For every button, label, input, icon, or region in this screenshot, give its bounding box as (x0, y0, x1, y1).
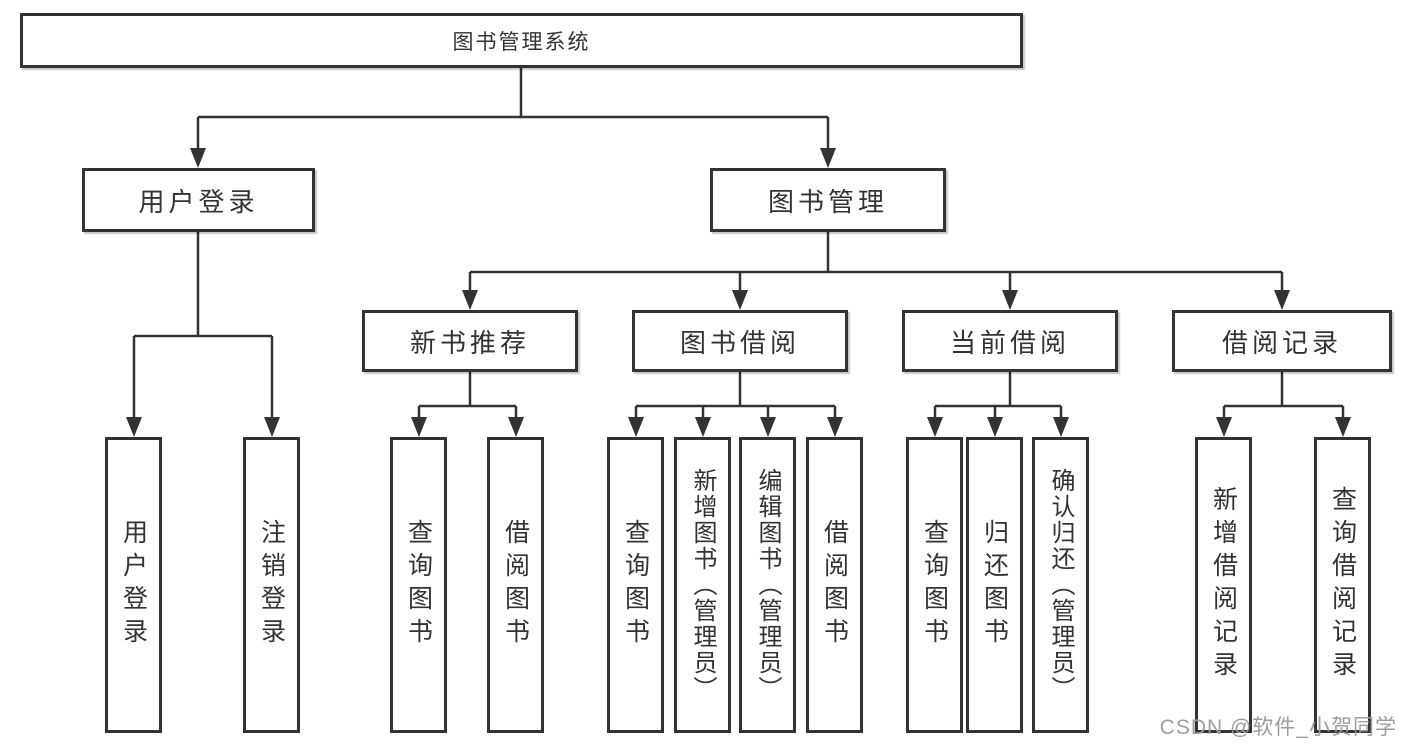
leaf-borrow-books-recommend: 借阅图书 (487, 437, 544, 733)
leaf-query-books-recommend-label: 查询图书 (404, 519, 433, 651)
leaf-edit-books-admin-label: 编辑图书（管理员） (754, 468, 781, 702)
root-node-label: 图书管理系统 (452, 30, 591, 54)
leaf-query-books-current: 查询图书 (906, 437, 963, 733)
leaf-query-books-borrow-label: 查询图书 (621, 519, 650, 651)
leaf-logout-label: 注销登录 (257, 519, 286, 651)
leaf-user-login-label: 用户登录 (119, 519, 148, 651)
node-new-book-recommend: 新书推荐 (362, 310, 578, 372)
node-current-borrow: 当前借阅 (902, 310, 1118, 372)
node-user-login-label: 用户登录 (138, 186, 259, 217)
node-book-management: 图书管理 (710, 168, 946, 232)
leaf-confirm-return-admin: 确认归还（管理员） (1032, 437, 1089, 733)
arrowhead-group (126, 148, 1351, 437)
leaf-query-borrow-record-label: 查询借阅记录 (1328, 486, 1357, 684)
leaf-borrow-books-label: 借阅图书 (820, 519, 849, 651)
leaf-return-books: 归还图书 (966, 437, 1023, 733)
leaf-add-books-admin: 新增图书（管理员） (674, 437, 731, 733)
leaf-query-books-borrow: 查询图书 (607, 437, 664, 733)
leaf-borrow-books-recommend-label: 借阅图书 (501, 519, 530, 651)
node-book-management-label: 图书管理 (767, 186, 888, 217)
node-book-borrow: 图书借阅 (632, 310, 848, 372)
leaf-user-login: 用户登录 (105, 437, 162, 733)
node-current-borrow-label: 当前借阅 (949, 327, 1070, 358)
leaf-edit-books-admin: 编辑图书（管理员） (739, 437, 796, 733)
leaf-add-borrow-record-label: 新增借阅记录 (1209, 486, 1238, 684)
node-book-borrow-label: 图书借阅 (679, 327, 800, 358)
leaf-borrow-books: 借阅图书 (806, 437, 863, 733)
root-node: 图书管理系统 (20, 13, 1023, 68)
node-user-login: 用户登录 (82, 168, 315, 232)
leaf-query-books-current-label: 查询图书 (920, 519, 949, 651)
leaf-query-borrow-record: 查询借阅记录 (1314, 437, 1371, 733)
leaf-query-books-recommend: 查询图书 (390, 437, 447, 733)
leaf-return-books-label: 归还图书 (980, 519, 1009, 651)
node-borrow-records-label: 借阅记录 (1221, 327, 1342, 358)
leaf-confirm-return-admin-label: 确认归还（管理员） (1047, 468, 1074, 702)
node-new-book-recommend-label: 新书推荐 (409, 327, 530, 358)
leaf-add-books-admin-label: 新增图书（管理员） (689, 468, 716, 702)
leaf-add-borrow-record: 新增借阅记录 (1195, 437, 1252, 733)
leaf-logout: 注销登录 (243, 437, 300, 733)
node-borrow-records: 借阅记录 (1172, 310, 1392, 372)
